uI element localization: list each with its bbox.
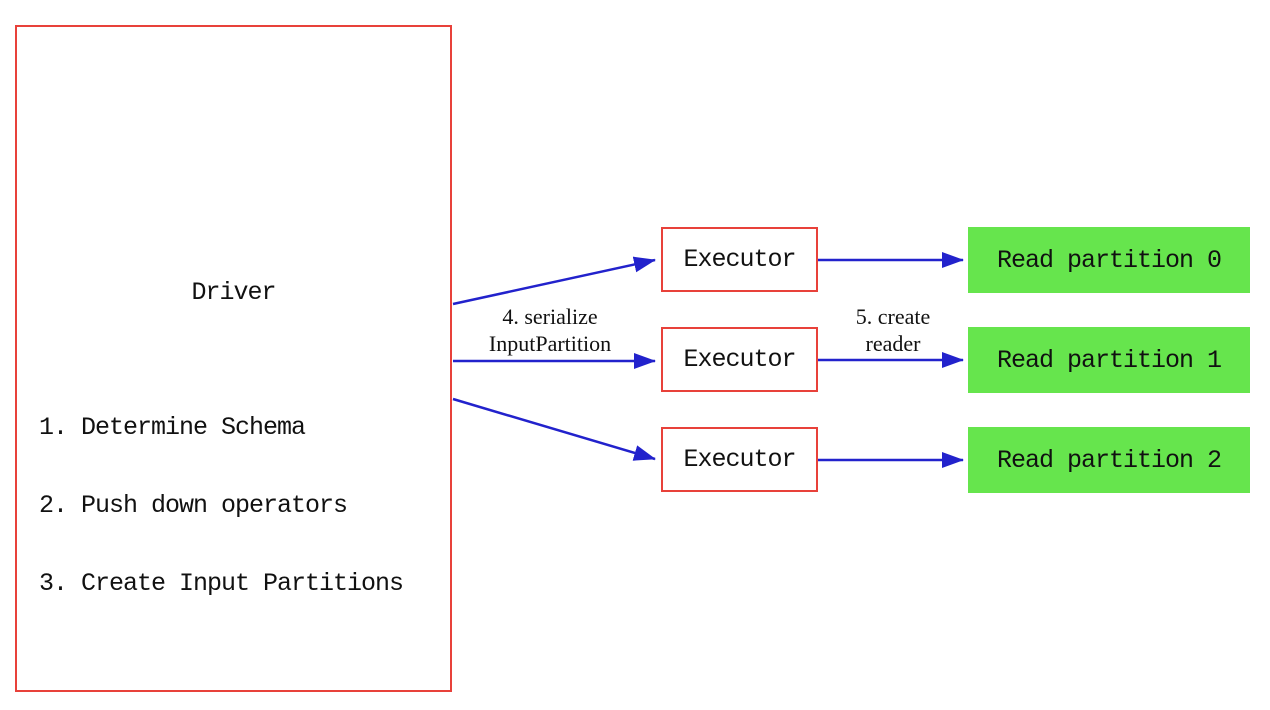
- executor-box-0: Executor: [661, 227, 818, 292]
- read-partition-label-0: Read partition 0: [996, 245, 1222, 275]
- executor-box-2: Executor: [661, 427, 818, 492]
- edge-label-serialize-line1: 4. serialize: [502, 304, 598, 329]
- edge-label-serialize-line2: InputPartition: [488, 331, 612, 356]
- edge-label-create-line2: reader: [865, 331, 921, 356]
- driver-step-1: 1. Determine Schema: [39, 413, 306, 442]
- executor-label-1: Executor: [683, 345, 796, 374]
- read-partition-box-1: Read partition 1: [968, 327, 1250, 393]
- executor-label-0: Executor: [683, 245, 796, 274]
- edge-label-create: 5. create reader: [798, 303, 988, 357]
- edge-label-serialize: 4. serialize InputPartition: [445, 303, 655, 357]
- driver-title: Driver: [191, 278, 276, 307]
- driver-steps: 1. Determine Schema 2. Push down operato…: [39, 363, 404, 649]
- read-partition-label-1: Read partition 1: [996, 345, 1222, 375]
- read-partition-box-2: Read partition 2: [968, 427, 1250, 493]
- executor-label-2: Executor: [683, 445, 796, 474]
- arrow-driver-executor-0: [452, 256, 656, 306]
- driver-box: Driver 1. Determine Schema 2. Push down …: [15, 25, 452, 692]
- edge-label-create-line1: 5. create: [855, 304, 931, 329]
- arrow-driver-executor-2: [452, 397, 656, 461]
- read-partition-label-2: Read partition 2: [996, 445, 1222, 475]
- driver-step-3: 3. Create Input Partitions: [39, 569, 404, 598]
- read-partition-box-0: Read partition 0: [968, 227, 1250, 293]
- driver-step-2: 2. Push down operators: [39, 491, 348, 520]
- executor-box-1: Executor: [661, 327, 818, 392]
